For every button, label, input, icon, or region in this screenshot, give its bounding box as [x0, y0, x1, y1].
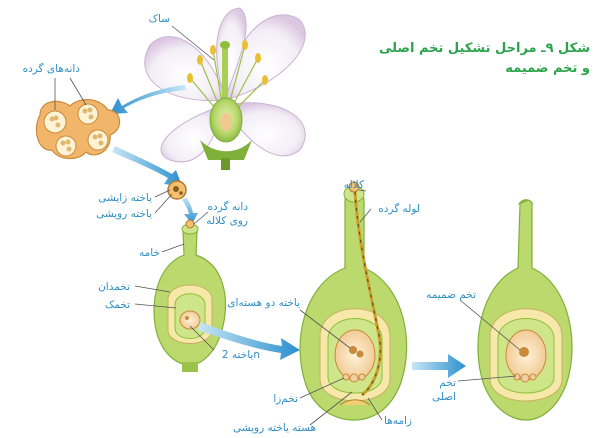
pistil-stage3 — [478, 200, 572, 420]
figure-title-line2: و تخم ضمیمه — [505, 61, 590, 76]
pistil-stage1 — [154, 220, 225, 372]
label-pollen-on-stigma-2: روی کلاله — [206, 215, 248, 227]
pistil-stage2 — [300, 182, 407, 420]
label-zygote-line2: اصلی — [432, 391, 456, 403]
label-endosperm-zygote: تخم ضمیمه — [426, 289, 476, 301]
label-sperm: زامه‌ها — [384, 415, 412, 427]
label-egg-cell: تخم‌زا — [273, 393, 298, 405]
label-pollen-tube: لوله گرده — [378, 202, 420, 215]
figure-title-line1: شکل ۹ـ مراحل تشکیل تخم اصلی — [379, 41, 590, 56]
label-stigma: کلاله — [344, 179, 364, 191]
label-pollen-grains: دانه‌های گرده — [23, 62, 81, 75]
label-pollen-on-stigma-1: دانه گرده — [208, 200, 249, 213]
anther-cross-section — [36, 100, 119, 159]
arrow-flower-to-anther — [110, 85, 186, 114]
label-stamen: ساک — [149, 13, 170, 25]
label-tube-cell: یاخته رویشی — [96, 208, 152, 220]
label-cell-2n: یاخته 2n — [222, 349, 260, 361]
label-zygote-line1: تخم — [439, 377, 456, 389]
pollen-grain — [168, 181, 186, 199]
label-binucleate-cell: یاخته دو هسته‌ای — [227, 297, 300, 309]
label-tube-nucleus: هسته یاخته رویشی — [233, 422, 316, 434]
label-generative-cell: یاخته زایشی — [98, 192, 152, 204]
arrow-stage2-to-stage3 — [412, 354, 466, 378]
label-ovule: تخمک — [105, 299, 130, 311]
label-ovary: تخمدان — [98, 281, 130, 293]
label-style: خامه — [139, 247, 160, 259]
figure-title: شکل ۹ـ مراحل تشکیل تخم اصلی و تخم ضمیمه — [379, 41, 590, 76]
